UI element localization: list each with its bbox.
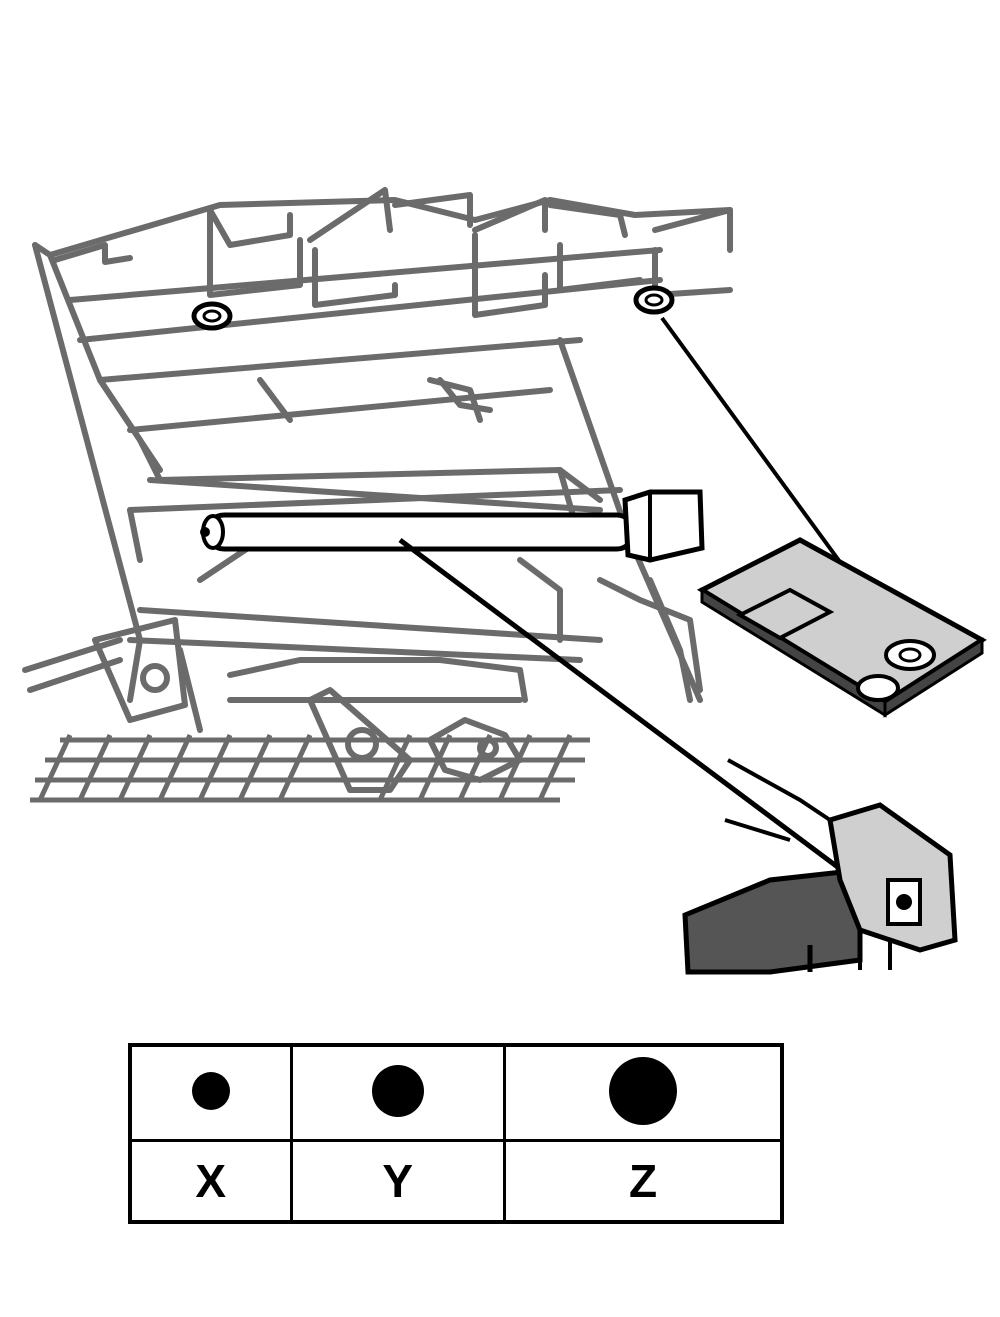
legend-cell-z-symbol xyxy=(502,1043,784,1142)
large-dot-icon xyxy=(608,1056,677,1125)
grease-point-left xyxy=(191,301,233,331)
legend-cell-x-label: X xyxy=(128,1139,293,1224)
legend-label-z: Z xyxy=(628,1155,658,1207)
medium-dot-icon xyxy=(371,1064,424,1117)
small-dot-icon xyxy=(191,1071,230,1110)
legend-cell-y-symbol xyxy=(289,1043,506,1142)
gearbox-detail xyxy=(682,758,958,975)
legend-cell-z-label: Z xyxy=(502,1139,784,1224)
legend-label-y: Y xyxy=(382,1155,414,1207)
legend-cell-y-label: Y xyxy=(289,1139,506,1224)
grease-point-right xyxy=(633,285,675,315)
machine-illustration xyxy=(22,187,987,975)
drive-shaft xyxy=(200,489,705,563)
legend-label-x: X xyxy=(195,1155,227,1207)
machine-frame xyxy=(22,187,733,793)
legend-table: X Y Z xyxy=(128,1043,784,1224)
mesh-floor xyxy=(30,733,590,803)
legend-cell-x-symbol xyxy=(128,1043,293,1142)
plate-detail xyxy=(696,537,987,718)
